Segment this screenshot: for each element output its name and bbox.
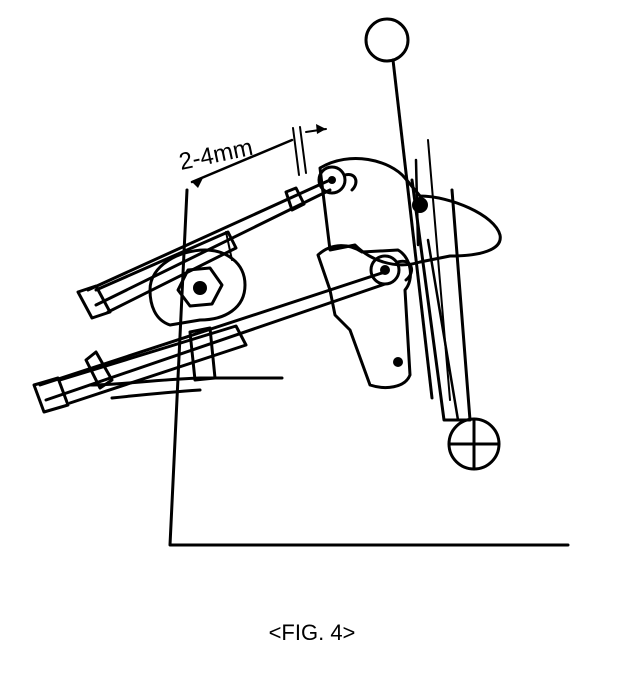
upper-bracket <box>317 157 502 267</box>
frame-line <box>168 188 570 547</box>
dimension-arrow-left <box>192 178 203 188</box>
upper-pivot <box>412 197 428 213</box>
top-knob <box>364 17 410 63</box>
center-pivot <box>193 281 207 295</box>
upper-rod-end <box>317 165 347 195</box>
dimension-callout: 2-4mm <box>177 124 327 188</box>
dimension-label: 2-4mm <box>177 134 256 176</box>
lower-lever <box>410 178 501 471</box>
lower-cable <box>32 270 387 414</box>
dimension-arrow-right <box>316 124 326 134</box>
lower-plate-hole <box>393 357 403 367</box>
center-nut <box>148 248 247 327</box>
upper-cable <box>76 178 332 320</box>
lower-mount <box>88 231 284 400</box>
lower-bracket <box>316 244 414 389</box>
figure-caption: <FIG. 4> <box>269 620 356 645</box>
